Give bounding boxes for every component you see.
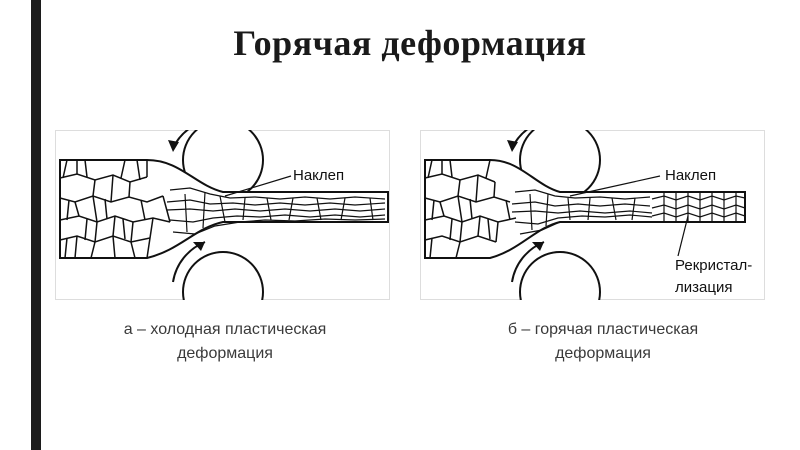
caption-b-line1: б – горячая пластическая: [507, 321, 699, 338]
caption-a-line2: деформация: [177, 345, 273, 362]
workpiece: [59, 159, 389, 259]
label-recryst-line2: лизация: [675, 279, 732, 296]
caption-a: а – холодная пластическая деформация: [70, 318, 380, 366]
elongated-grains-b: [511, 189, 653, 235]
coarse-grains: [59, 159, 171, 259]
naklep-leader-b: [569, 175, 661, 197]
lower-roller-b: [519, 251, 601, 300]
left-accent-bar: [31, 0, 41, 450]
rolling-diagram-b: Наклеп Рекристал- лизация: [420, 130, 765, 300]
coarse-grains-b: [424, 159, 517, 259]
figure-hot-deformation: Наклеп Рекристал- лизация: [420, 130, 765, 300]
caption-a-line1: а – холодная пластическая: [123, 321, 327, 338]
label-recryst-line1: Рекристал-: [675, 257, 752, 274]
recrystallized-grains: [651, 192, 746, 222]
caption-b-line2: деформация: [555, 345, 651, 362]
label-naklep-a: Наклеп: [293, 167, 344, 184]
label-naklep-b: Наклеп: [665, 167, 716, 184]
recryst-leader: [677, 215, 689, 257]
slide-title: Горячая деформация: [233, 23, 587, 63]
naklep-leader-a: [224, 175, 292, 197]
elongated-grains: [166, 187, 386, 235]
figure-cold-deformation: Наклеп: [55, 130, 390, 300]
caption-b: б – горячая пластическая деформация: [448, 318, 758, 366]
rolling-diagram-a: Наклеп: [55, 130, 390, 300]
lower-roller: [182, 251, 264, 300]
workpiece-b: [424, 159, 746, 259]
